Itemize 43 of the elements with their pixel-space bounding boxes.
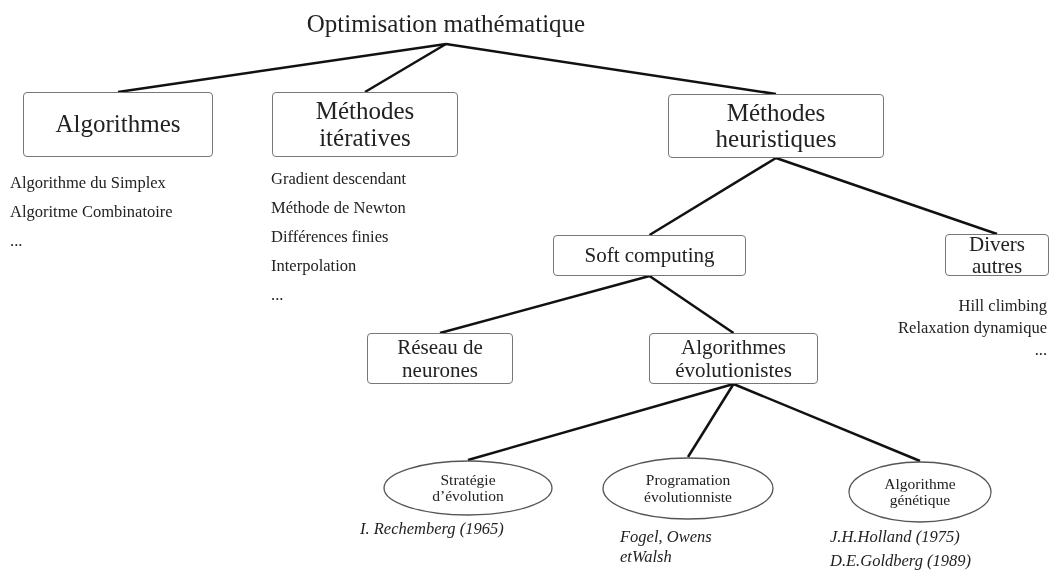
example-text: Gradient descendant [271, 169, 407, 189]
category-box [367, 333, 513, 384]
connector-line [648, 274, 735, 335]
category-box [23, 92, 213, 157]
example-text: Hill climbing [958, 296, 1047, 316]
node-label: Programation évolutionniste [643, 472, 733, 505]
example-text: Algoritme Combinatoire [10, 202, 173, 222]
example-text: Interpolation [271, 256, 357, 276]
author-note: D.E.Goldberg (1989) [830, 551, 971, 571]
connector-line [445, 42, 777, 96]
example-text: Méthode de Newton [271, 198, 406, 218]
node-label: Méthodes itératives [314, 98, 416, 151]
example-text: ... [271, 285, 284, 305]
example-text: ... [1034, 340, 1047, 360]
node-label: Algorithme génétique [883, 475, 957, 509]
category-box [945, 234, 1049, 276]
connector-line [439, 274, 650, 335]
connector-line [117, 42, 447, 94]
category-box [649, 333, 818, 384]
author-note: I. Rechemberg (1965) [360, 519, 504, 539]
connector-line [686, 383, 735, 458]
title-text: Optimisation mathématique [306, 10, 586, 38]
connector-line [467, 382, 734, 462]
example-text: Différences finies [271, 227, 389, 247]
node-label: Divers autres [968, 232, 1026, 278]
author-note: Fogel, Owens etWalsh [620, 527, 713, 567]
node-label: Algorithmes évolutionistes [674, 336, 793, 381]
node-label: Réseau de neurones [396, 336, 484, 381]
category-box [668, 94, 884, 158]
category-box [272, 92, 458, 157]
connector-line [364, 42, 447, 94]
connector-line [733, 382, 921, 463]
author-note: J.H.Holland (1975) [830, 527, 960, 547]
category-box [553, 235, 746, 276]
example-text: ... [10, 231, 23, 251]
node-label: Algorithmes [55, 111, 181, 138]
node-label: Soft computing [584, 244, 715, 267]
connector-line [775, 156, 998, 236]
example-text: Algorithme du Simplex [10, 173, 166, 193]
node-label: Méthodes heuristiques [714, 99, 838, 153]
connector-line [648, 156, 777, 237]
example-text: Relaxation dynamique [898, 318, 1047, 338]
node-label: Stratégie d’évolution [431, 471, 505, 505]
